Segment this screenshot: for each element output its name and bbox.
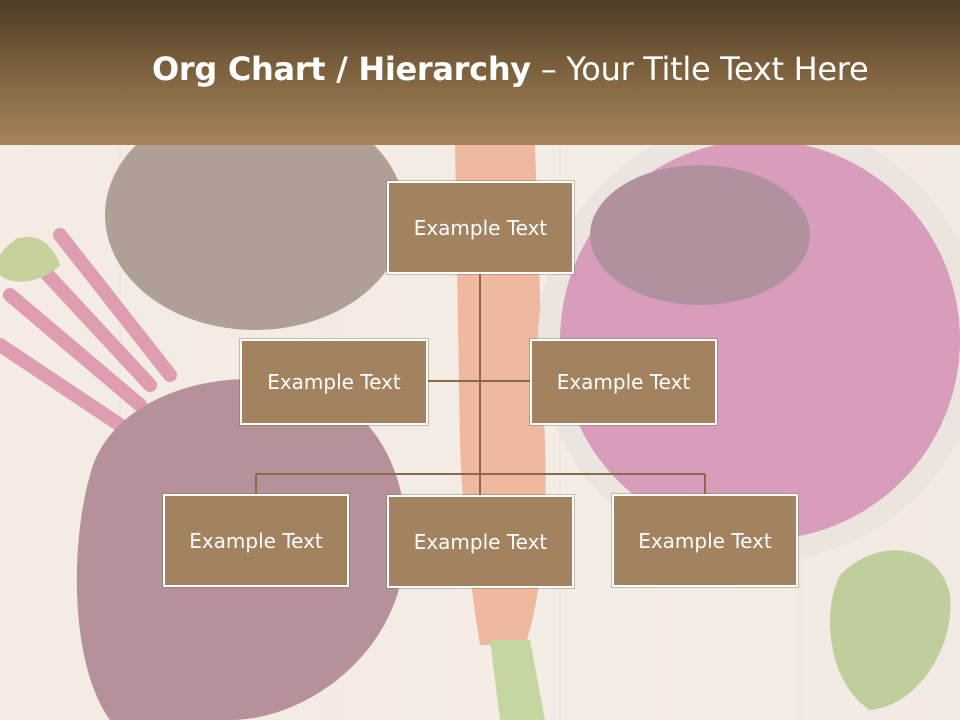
title-separator: – [530,50,567,88]
title-bold: Org Chart / Hierarchy [152,50,531,88]
title-subtitle: Your Title Text Here [566,50,869,88]
title-bar: Org Chart / Hierarchy – Your Title Text … [0,0,960,145]
org-node-child-1[interactable]: Example Text [163,494,349,587]
org-node-assistant-right[interactable]: Example Text [530,339,717,425]
org-node-root[interactable]: Example Text [387,181,574,274]
slide-title: Org Chart / Hierarchy – Your Title Text … [152,50,869,88]
org-node-assistant-left[interactable]: Example Text [240,339,428,425]
org-node-child-2[interactable]: Example Text [387,495,574,588]
org-node-child-3[interactable]: Example Text [612,494,798,587]
